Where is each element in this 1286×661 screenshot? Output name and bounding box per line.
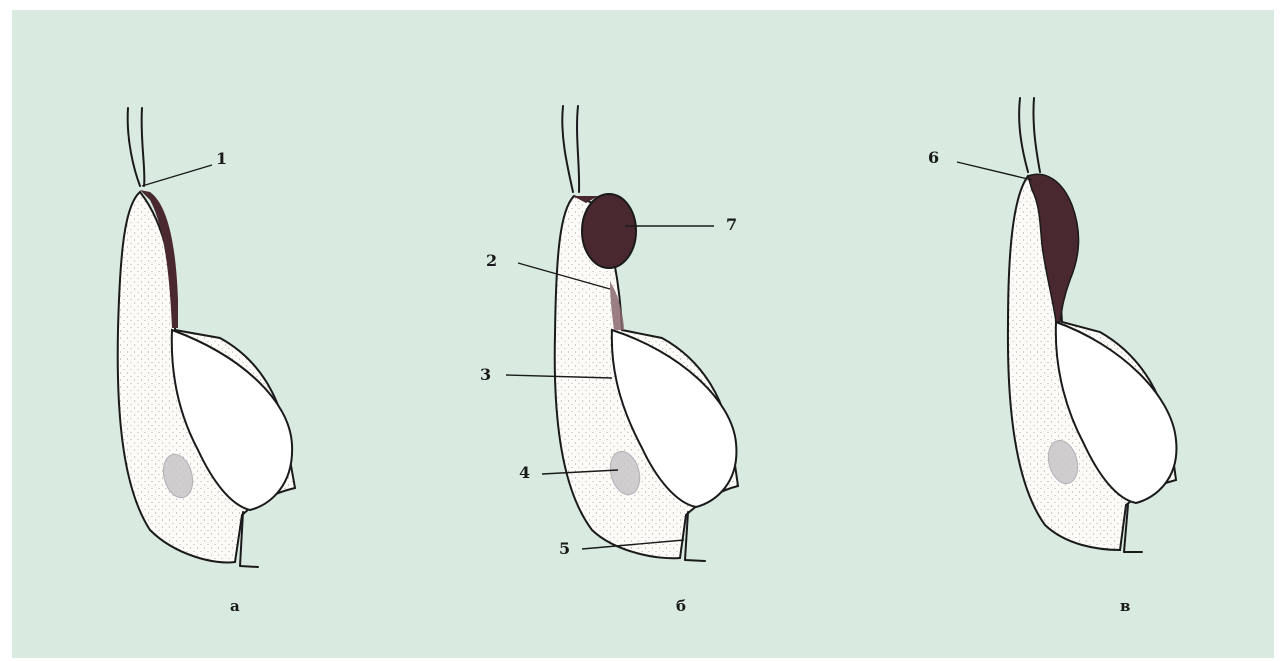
caption-v: в <box>1120 597 1130 615</box>
label-2: 2 <box>486 251 497 270</box>
dark-mass <box>582 194 636 268</box>
caption-b: б <box>676 597 686 615</box>
label-6: 6 <box>928 148 939 167</box>
label-5: 5 <box>559 539 570 558</box>
label-4: 4 <box>519 463 530 482</box>
caption-a: а <box>230 597 240 615</box>
label-1: 1 <box>216 149 227 168</box>
label-3: 3 <box>480 365 491 384</box>
label-7: 7 <box>726 215 737 234</box>
